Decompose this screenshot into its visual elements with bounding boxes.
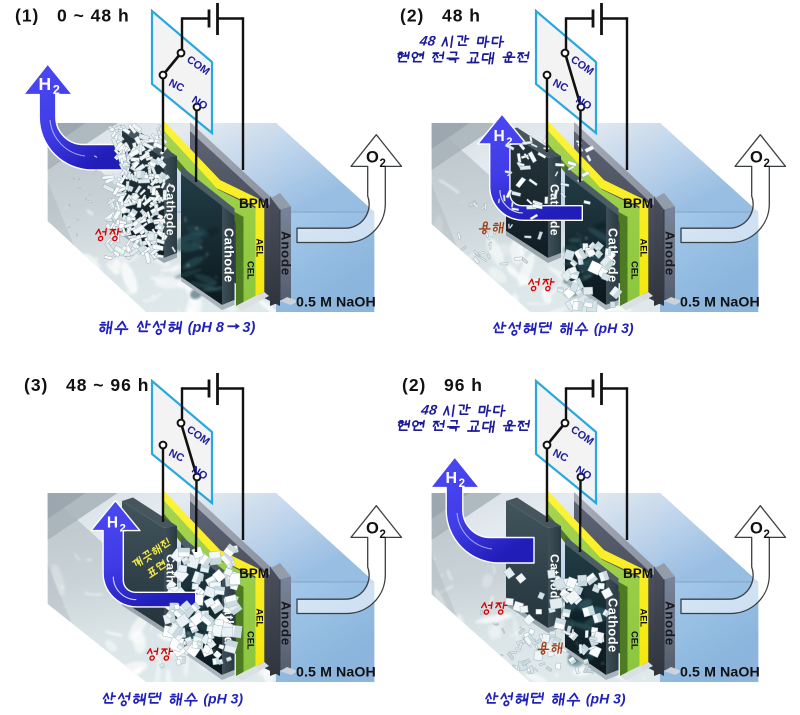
svg-text:(pH 3): (pH 3) <box>586 690 626 706</box>
svg-text:H: H <box>446 470 458 487</box>
svg-text:2: 2 <box>459 478 465 490</box>
svg-text:0.5 M NaOH: 0.5 M NaOH <box>680 665 760 681</box>
svg-text:0.5 M NaOH: 0.5 M NaOH <box>296 295 376 311</box>
svg-text:0.5 M NaOH: 0.5 M NaOH <box>296 665 376 681</box>
svg-text:O: O <box>366 520 379 538</box>
svg-text:CEL: CEL <box>630 631 640 650</box>
svg-text:CEL: CEL <box>246 631 256 650</box>
svg-text:H: H <box>494 128 505 145</box>
svg-text:4: 4 <box>419 402 430 418</box>
svg-text:Anode: Anode <box>663 601 678 646</box>
svg-text:Anode: Anode <box>279 601 294 646</box>
svg-text:4: 4 <box>418 33 429 49</box>
svg-text:Cathode: Cathode <box>606 598 621 653</box>
svg-text:BPM: BPM <box>239 566 269 581</box>
svg-text:2: 2 <box>120 522 126 534</box>
svg-text:Anode: Anode <box>279 231 294 276</box>
svg-text:(2) 96 h: (2) 96 h <box>402 375 483 395</box>
svg-text:2: 2 <box>764 529 770 541</box>
svg-text:Cathode: Cathode <box>222 228 237 283</box>
svg-text:Cathode: Cathode <box>164 184 178 236</box>
svg-text:BPM: BPM <box>623 566 653 581</box>
svg-text:2: 2 <box>764 158 770 170</box>
svg-text:(pH 3): (pH 3) <box>594 320 634 336</box>
svg-text:CEL: CEL <box>630 261 640 280</box>
svg-text:(1) 0 ~ 48 h: (1) 0 ~ 48 h <box>15 6 130 26</box>
svg-text:AEL: AEL <box>639 239 649 258</box>
svg-text:0.5 M NaOH: 0.5 M NaOH <box>680 295 760 311</box>
svg-text:AEL: AEL <box>255 609 265 628</box>
svg-text:CEL: CEL <box>246 261 256 280</box>
svg-text:Cathode: Cathode <box>548 554 562 606</box>
svg-text:8: 8 <box>428 402 438 418</box>
svg-text:BPM: BPM <box>239 196 269 211</box>
svg-text:Anode: Anode <box>663 231 678 276</box>
svg-text:2: 2 <box>506 136 512 148</box>
svg-text:O: O <box>750 520 763 538</box>
svg-text:2: 2 <box>380 529 386 541</box>
svg-text:(3) 48 ~ 96 h: (3) 48 ~ 96 h <box>24 375 149 395</box>
svg-text:2: 2 <box>53 83 60 97</box>
svg-text:(2) 48 h: (2) 48 h <box>400 6 481 26</box>
svg-text:O: O <box>366 149 379 167</box>
svg-text:H: H <box>107 515 118 532</box>
svg-text:8: 8 <box>427 33 437 49</box>
svg-text:O: O <box>750 149 763 167</box>
svg-text:(pH 8: (pH 8 <box>188 320 225 336</box>
svg-text:H: H <box>39 74 52 94</box>
svg-text:3): 3) <box>242 320 255 336</box>
svg-text:AEL: AEL <box>255 239 265 258</box>
svg-text:BPM: BPM <box>623 196 653 211</box>
svg-text:AEL: AEL <box>639 609 649 628</box>
svg-text:2: 2 <box>380 158 386 170</box>
svg-text:(pH 3): (pH 3) <box>203 690 243 706</box>
